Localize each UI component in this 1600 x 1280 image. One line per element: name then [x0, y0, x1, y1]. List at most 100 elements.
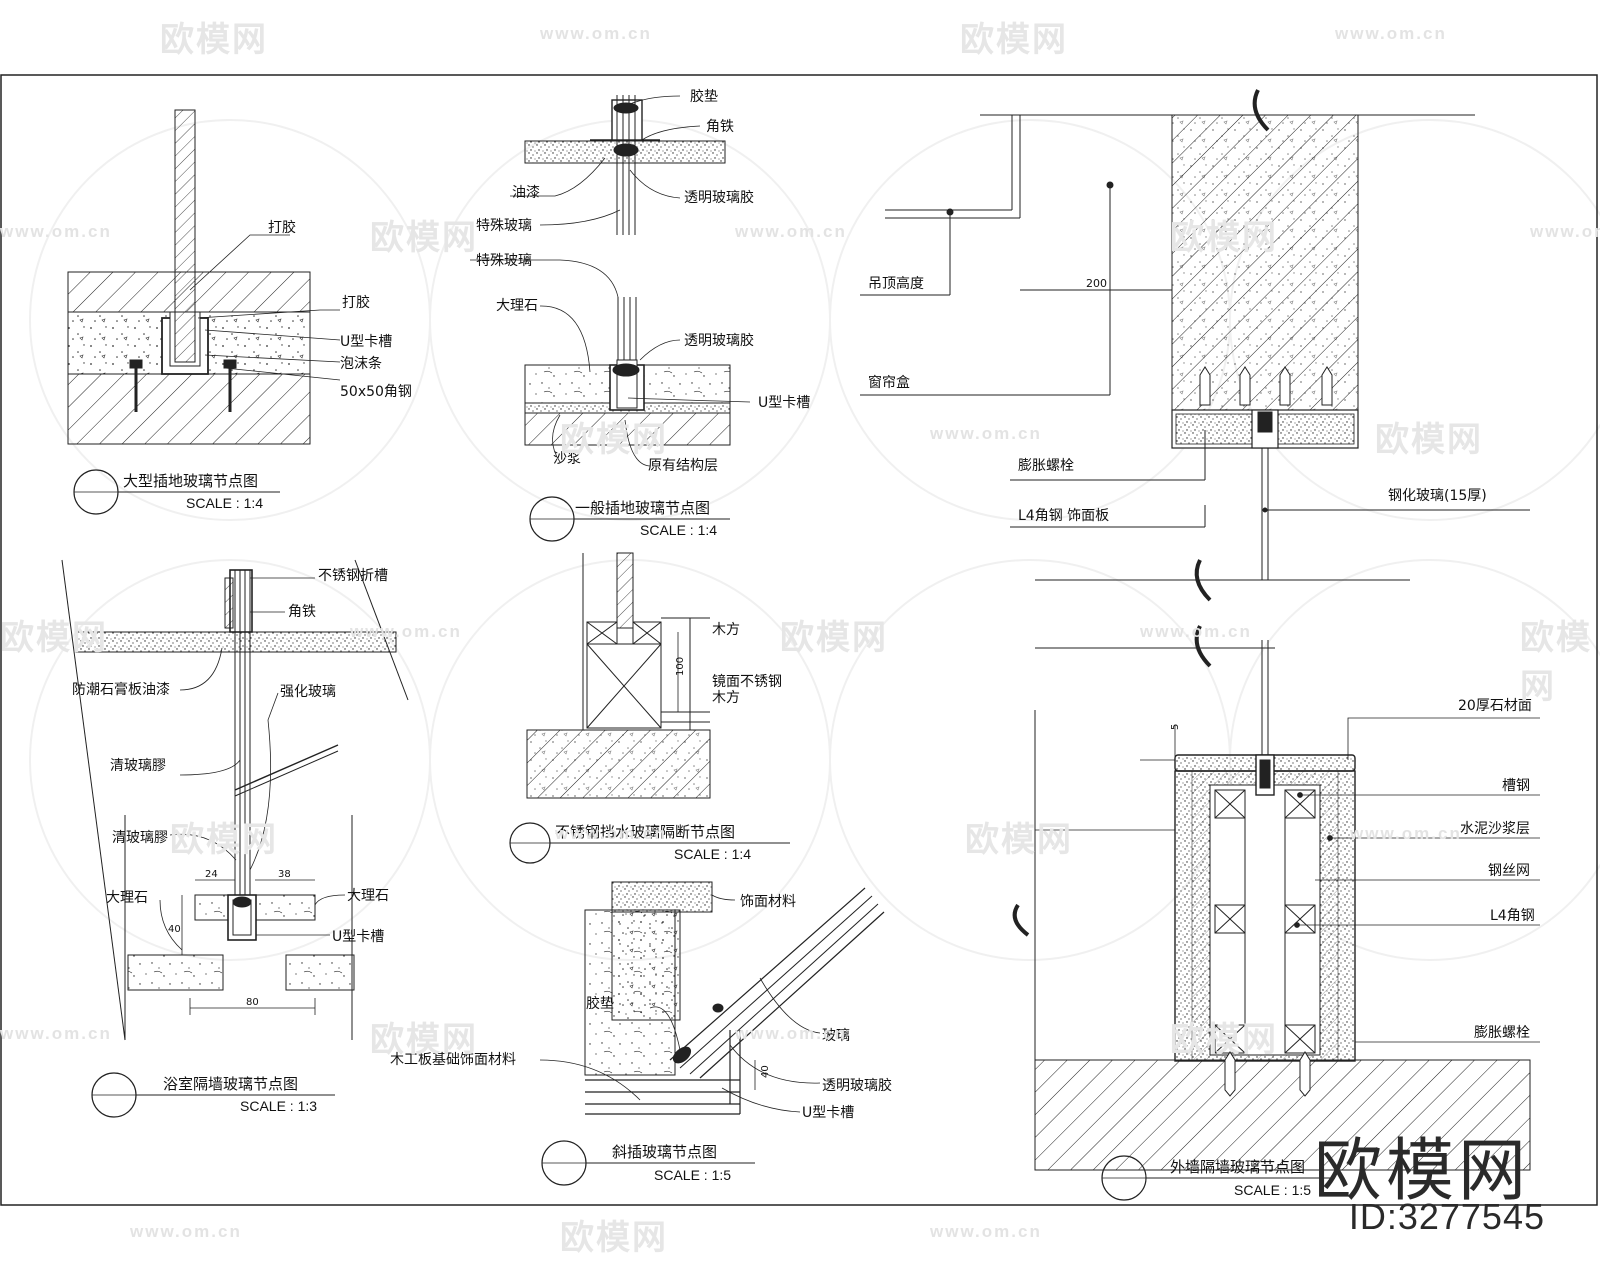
d7-label-5: 膨胀螺栓	[1474, 1024, 1530, 1041]
watermark-brand: 欧模网	[1170, 219, 1278, 257]
d5-label-3: 木方	[712, 690, 740, 706]
d4-label-3: 强化玻璃	[280, 683, 336, 700]
detail-6	[584, 881, 885, 1115]
d5-title-block: 不锈钢挡水玻璃隔断节点图 SCALE : 1:4	[509, 822, 790, 864]
detail-4-leaders	[159, 577, 346, 951]
d4-label-8: U型卡槽	[332, 929, 384, 945]
watermark-url: www.om.cn	[540, 24, 652, 43]
d3-label-0: 吊顶高度	[868, 275, 924, 292]
watermark-brand: 欧模网	[1375, 421, 1483, 459]
d5-scale: SCALE : 1:4	[674, 846, 751, 862]
d4-label-0: 不锈钢折槽	[318, 568, 388, 584]
d7-scale: SCALE : 1:5	[1234, 1182, 1311, 1198]
d7-label-2: 水泥沙浆层	[1460, 821, 1530, 837]
d3-label-3: 膨胀螺栓	[1018, 457, 1074, 474]
detail-1	[67, 109, 311, 445]
detail-2-bottom	[524, 297, 731, 446]
watermark-brand: 欧模网	[960, 21, 1068, 59]
d6-label-4: 透明玻璃胶	[822, 1077, 892, 1094]
d4-label-4: 清玻璃膠	[110, 757, 166, 774]
watermark-url: www.om.cn	[350, 622, 462, 641]
watermark-url: www.om.cn	[130, 1222, 242, 1241]
detail-2-text: 胶垫 角铁 油漆 透明玻璃胶 特殊玻璃 特殊玻璃 大理石 透明玻璃胶 U型卡槽 …	[476, 88, 810, 474]
watermark-brand: 欧模网	[170, 821, 278, 859]
model-id: ID:3277545	[1348, 1196, 1545, 1237]
d4-label-11: 40	[168, 924, 181, 935]
d2-label-5: 特殊玻璃	[476, 252, 532, 269]
watermark-brand: 欧模网	[160, 21, 268, 59]
brand-logo-text: 欧模网	[1313, 1132, 1530, 1211]
d3-label-1: 200	[1086, 277, 1107, 290]
d6-label-1: 胶垫	[586, 995, 614, 1012]
watermark-url: www.om.cn	[1530, 222, 1600, 241]
watermark-url: www.om.cn	[0, 222, 112, 241]
d7-label-4: L4角钢	[1490, 908, 1535, 924]
watermark-url: www.om.cn	[0, 1024, 112, 1043]
d6-label-5: U型卡槽	[802, 1105, 854, 1121]
d4-label-7: 大理石	[347, 888, 389, 904]
d7-label-1: 槽钢	[1502, 778, 1530, 794]
detail-3-text: 吊顶高度 200 窗帘盒 膨胀螺栓 L4角钢 饰面板 钢化玻璃(15厚)	[868, 275, 1487, 524]
d2-label-2: 油漆	[512, 185, 540, 201]
d1-scale: SCALE : 1:4	[186, 495, 263, 511]
d2-label-6: 大理石	[496, 298, 538, 314]
d6-label-0: 饰面材料	[740, 894, 796, 910]
d2-label-7: 透明玻璃胶	[684, 332, 754, 349]
d1-title-block: 大型插地玻璃节点图 SCALE : 1:4	[73, 469, 280, 515]
detail-7-leaders	[1035, 717, 1540, 1043]
watermark-brand: 欧模网	[1170, 1021, 1278, 1059]
watermark-url: www.om.cn	[555, 824, 667, 843]
d2-label-9: 沙浆	[553, 451, 581, 467]
d5-title: 不锈钢挡水玻璃隔断节点图	[555, 823, 735, 841]
detail-2-leaders	[470, 95, 751, 467]
d2-scale: SCALE : 1:4	[640, 522, 717, 538]
watermark-url: www.om.cn	[1350, 824, 1462, 843]
d2-title-block: 一般插地玻璃节点图 SCALE : 1:4	[529, 496, 730, 542]
d1-label-3: 泡沫条	[340, 355, 382, 372]
detail-4-text: 不锈钢折槽 角铁 防潮石膏板油漆 强化玻璃 清玻璃膠 清玻璃膠 大理石 大理石 …	[72, 568, 389, 1008]
d1-title: 大型插地玻璃节点图	[123, 472, 258, 490]
d2-title: 一般插地玻璃节点图	[575, 499, 710, 517]
detail-3	[860, 89, 1530, 755]
d4-label-6: 大理石	[106, 890, 148, 906]
watermark-url: www.om.cn	[1140, 622, 1252, 641]
d4-label-1: 角铁	[288, 604, 316, 620]
d6-label-2: 玻璃	[822, 1027, 850, 1044]
detail-5-text: 木方 100 镜面不锈钢 木方	[675, 622, 782, 706]
watermark-url: www.om.cn	[1335, 24, 1447, 43]
d4-title-block: 浴室隔墙玻璃节点图 SCALE : 1:3	[91, 1072, 335, 1118]
watermark-brand: 欧模网	[560, 1219, 668, 1257]
detail-1-leaders	[189, 234, 341, 381]
d5-label-2: 镜面不锈钢	[712, 674, 782, 690]
detail-4	[61, 559, 409, 1041]
d3-label-2: 窗帘盒	[868, 374, 910, 391]
d3-label-4: L4角钢 饰面板	[1018, 508, 1109, 524]
d7-label-3: 钢丝网	[1488, 863, 1530, 879]
sheet-border	[0, 74, 1598, 1206]
detail-7	[1012, 710, 1531, 1171]
d1-label-0: 打胶	[268, 219, 296, 236]
d6-title: 斜插玻璃节点图	[612, 1143, 717, 1161]
d2-label-1: 角铁	[706, 119, 734, 135]
d7-title-block: 外墙隔墙玻璃节点图 SCALE : 1:5	[1101, 1155, 1335, 1201]
d6-scale: SCALE : 1:5	[654, 1167, 731, 1183]
d2-label-10: 原有结构层	[648, 458, 718, 474]
d4-label-10: 38	[278, 869, 291, 880]
d1-label-4: 50x50角钢	[340, 384, 412, 400]
detail-6-leaders	[539, 894, 821, 1113]
d6-label-3: 木工板基础饰面材料	[390, 1051, 516, 1068]
watermark-url: www.om.cn	[735, 222, 847, 241]
detail-2-top	[524, 95, 726, 235]
watermark-brand: 欧模网	[370, 1021, 478, 1059]
d6-title-block: 斜插玻璃节点图 SCALE : 1:5	[541, 1140, 755, 1186]
watermark-brand: 欧模网	[780, 619, 888, 657]
watermark-url: www.om.cn	[930, 1222, 1042, 1241]
d4-label-12: 80	[246, 997, 259, 1008]
d2-label-0: 胶垫	[690, 88, 718, 105]
detail-5	[526, 552, 711, 799]
watermark-brand: 欧模网	[560, 421, 668, 459]
d2-label-3: 透明玻璃胶	[684, 189, 754, 206]
watermark-brand: 欧模网	[965, 821, 1073, 859]
d2-label-8: U型卡槽	[758, 395, 810, 411]
